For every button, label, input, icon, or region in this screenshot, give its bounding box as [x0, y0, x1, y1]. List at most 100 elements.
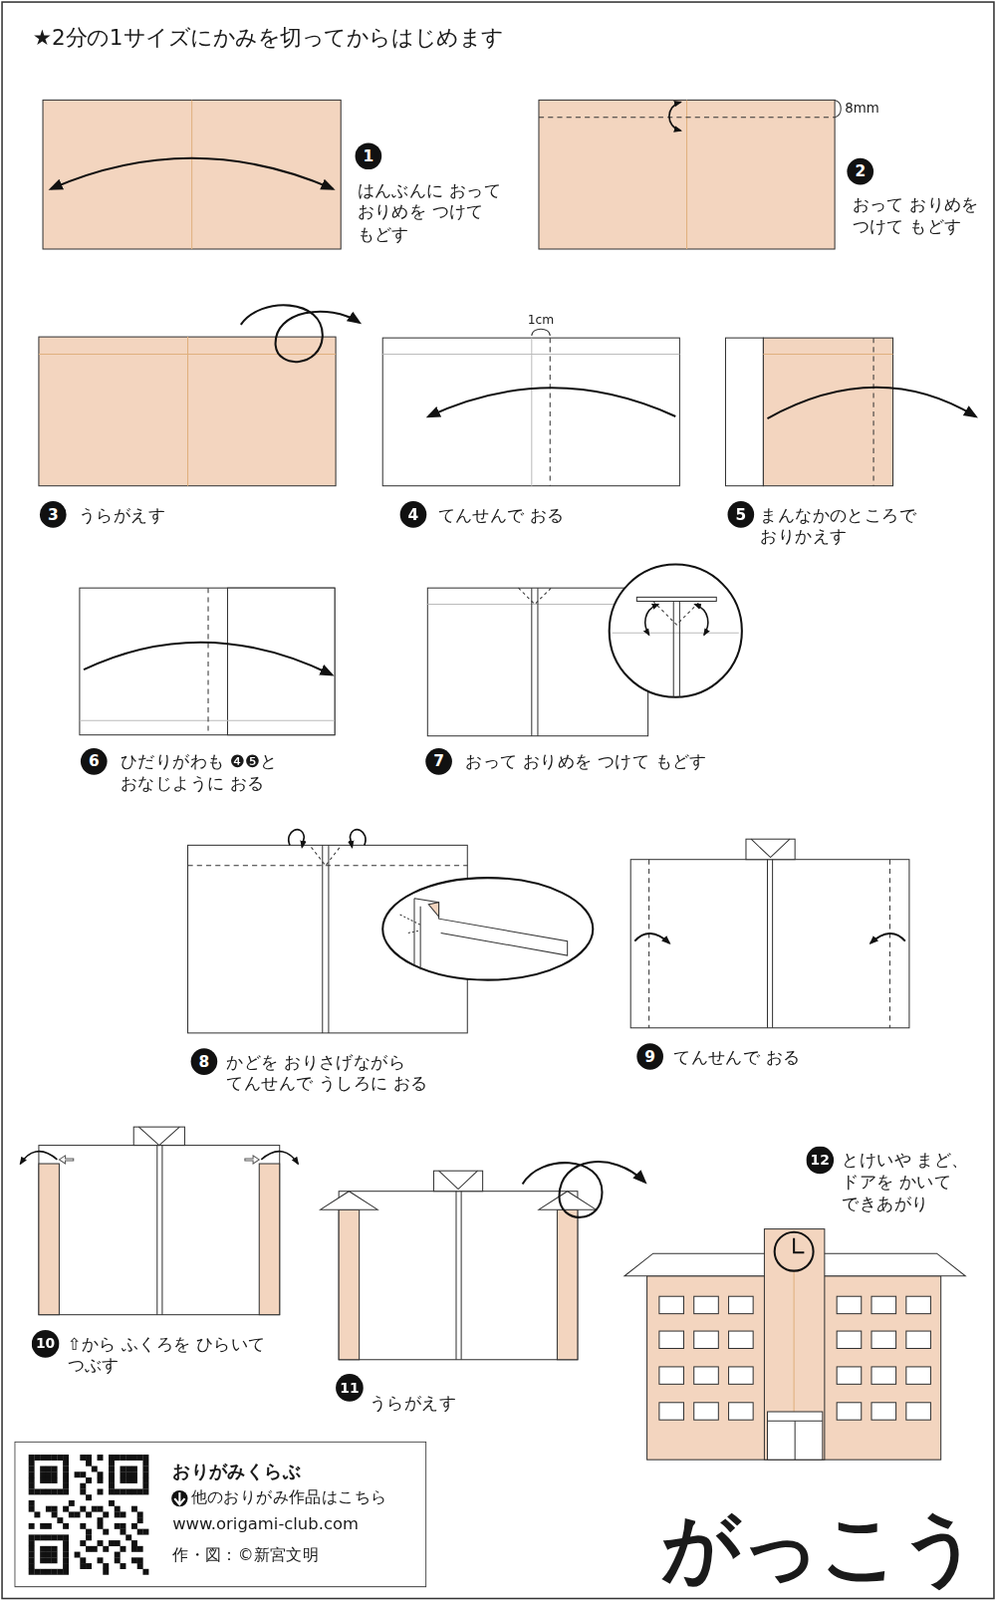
school-building: [659, 1402, 685, 1420]
step8-figure: [420, 906, 422, 971]
qr-code: [45, 1505, 52, 1512]
step11-figure: [439, 1170, 479, 1189]
qr-code: [51, 1551, 58, 1558]
step-number: 6: [80, 747, 108, 775]
step7-figure: [673, 600, 675, 697]
step11-figure: [461, 1191, 463, 1360]
qr-code: [131, 1522, 138, 1529]
qr-code: [45, 1522, 52, 1529]
qr-code: [74, 1551, 81, 1558]
qr-code: [51, 1466, 58, 1473]
qr-code: [119, 1454, 126, 1461]
footer-box: おりがみくらぶ他のおりがみ作品はこちらwww.origami-club.com作…: [13, 1441, 427, 1588]
step4-figure: [531, 328, 550, 336]
step10-figure: [19, 1151, 57, 1164]
qr-code: [108, 1471, 115, 1478]
qr-code: [56, 1516, 63, 1523]
school-building: [774, 1232, 814, 1271]
qr-code: [39, 1568, 46, 1575]
step8-figure: [288, 829, 305, 848]
qr-code: [28, 1454, 150, 1575]
credit: 作・図：©新宮文明: [172, 1543, 319, 1566]
step9-figure: [630, 838, 910, 1028]
qr-code: [51, 1471, 58, 1478]
qr-code: [131, 1477, 138, 1484]
step-text: ひだりがわも ❹❺と おなじように おる: [120, 750, 366, 795]
step6-figure: [208, 587, 210, 736]
step4-figure: [428, 387, 676, 417]
step6-figure: [79, 587, 335, 736]
qr-code: [142, 1477, 149, 1484]
qr-code: [28, 1522, 35, 1529]
link-arrow-icon: [171, 1490, 188, 1506]
school-building: [794, 1420, 796, 1460]
qr-code: [79, 1488, 86, 1494]
step8-figure: [428, 902, 439, 917]
school-building: [694, 1295, 720, 1313]
step5-figure: [873, 337, 875, 487]
school-building: [659, 1295, 932, 1420]
step4-figure: [549, 337, 551, 487]
step4-figure: [382, 337, 680, 487]
school-building: [729, 1330, 754, 1348]
qr-code: [125, 1533, 132, 1540]
step7-figure: [536, 587, 538, 737]
qr-code: [85, 1454, 92, 1461]
step-number: 9: [636, 1042, 664, 1070]
step-number-text: 4: [408, 506, 420, 522]
step3-figure: [241, 304, 360, 362]
qr-code: [51, 1477, 58, 1484]
qr-code: [56, 1454, 63, 1461]
qr-code: [33, 1488, 40, 1494]
qr-code: [108, 1499, 115, 1506]
qr-code: [39, 1466, 46, 1473]
step9-figure: [771, 859, 773, 1028]
qr-code: [45, 1568, 52, 1575]
step9-figure: [750, 838, 790, 857]
qr-code: [39, 1471, 46, 1478]
school-building: [766, 1411, 822, 1460]
qr-code: [62, 1466, 69, 1473]
school-building: [871, 1366, 897, 1384]
school-building: [659, 1366, 685, 1384]
step2-figure: [538, 99, 841, 249]
qr-code: [68, 1510, 75, 1517]
qr-code: [28, 1505, 35, 1512]
step5-figure: [762, 337, 893, 487]
qr-code: [131, 1488, 138, 1494]
qr-code: [142, 1568, 149, 1575]
qr-code: [131, 1556, 138, 1563]
qr-code: [28, 1499, 35, 1506]
qr-code: [68, 1499, 75, 1506]
step3-figure: [38, 304, 360, 486]
qr-code: [108, 1477, 115, 1484]
qr-code: [33, 1510, 40, 1517]
qr-code: [79, 1505, 86, 1512]
qr-code: [97, 1454, 104, 1461]
qr-code: [28, 1466, 35, 1473]
step1-figure: [42, 99, 341, 249]
qr-code: [97, 1471, 104, 1478]
step6-figure: [79, 720, 335, 722]
qr-code: [62, 1460, 69, 1467]
step10-figure: [161, 1145, 163, 1315]
qr-code: [125, 1477, 132, 1484]
qr-code: [142, 1471, 149, 1478]
step10-figure: [38, 1163, 59, 1315]
step11-figure: [433, 1170, 483, 1191]
step8-figure: [188, 829, 594, 1033]
qr-code: [142, 1460, 149, 1467]
qr-code: [142, 1483, 149, 1490]
qr-code: [45, 1545, 52, 1552]
step8-figure: [327, 844, 329, 1033]
step4-figure: [382, 328, 680, 487]
qr-code: [62, 1454, 69, 1461]
school-building: [729, 1295, 754, 1313]
step-number-text: 6: [88, 753, 100, 769]
step7-figure: [679, 600, 681, 697]
step3-figure: [187, 336, 189, 487]
step9-figure: [766, 859, 768, 1028]
qr-code: [62, 1562, 69, 1569]
step8-figure: [321, 844, 323, 1033]
